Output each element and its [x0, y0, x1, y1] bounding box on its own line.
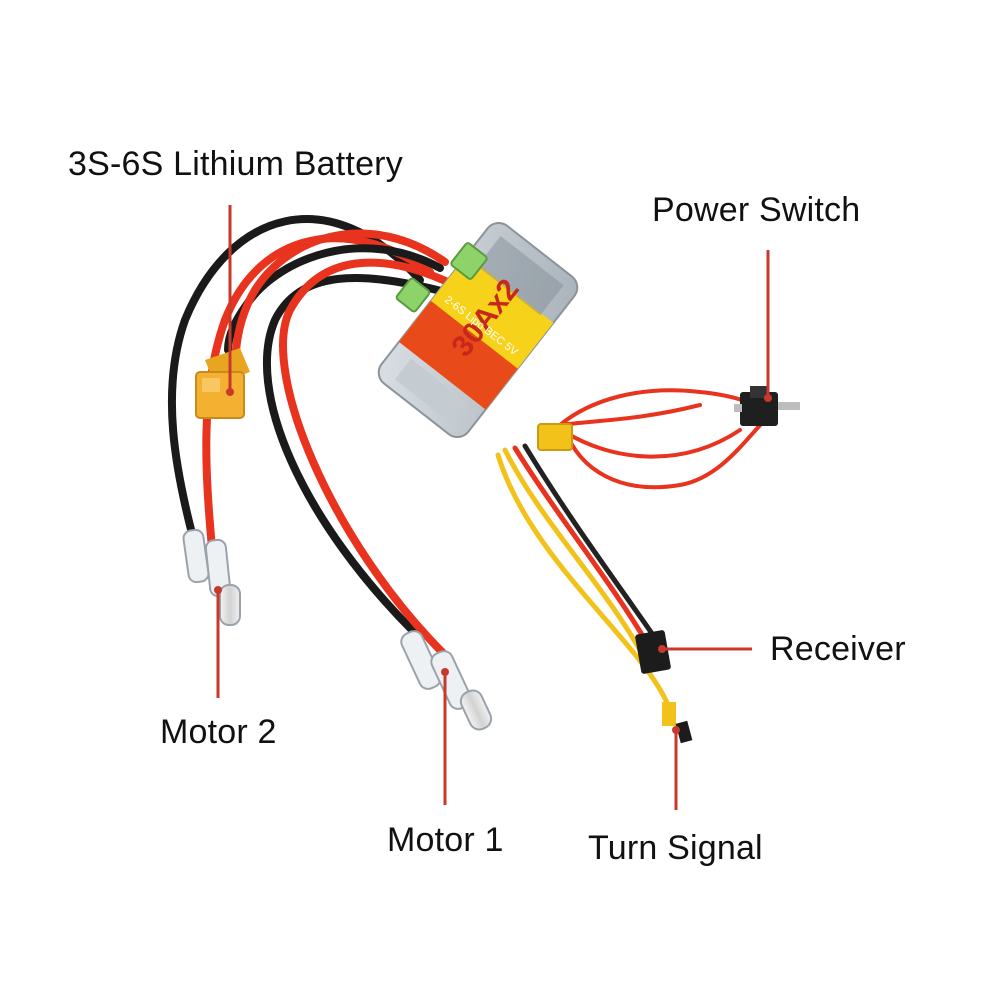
battery-wires: [224, 229, 449, 354]
callout-lines: [216, 205, 770, 810]
signal-wires: [495, 443, 671, 708]
receiver-plug: [635, 630, 671, 674]
motor1-label: Motor 1: [387, 821, 504, 859]
motor2-wires: [167, 215, 434, 552]
motor1-wires: [263, 258, 456, 659]
esc-terminals: [395, 242, 488, 313]
motor2-label: Motor 2: [160, 713, 277, 751]
power-switch-label: Power Switch: [652, 191, 861, 229]
esc-bottom-connector: [537, 423, 573, 451]
receiver-label: Receiver: [770, 630, 906, 668]
turn-signal-pin: [662, 702, 693, 744]
motor2-connectors: [182, 528, 241, 626]
battery-label: 3S-6S Lithium Battery: [68, 145, 403, 183]
callout-dots: [214, 388, 772, 734]
xt60-connector: [195, 348, 250, 419]
turn-signal-label: Turn Signal: [588, 829, 763, 867]
motor1-connectors: [400, 630, 493, 731]
esc-board: 30Ax2 2-6S Lipo BEC 5V: [377, 221, 579, 439]
power-switch-wires: [558, 388, 767, 490]
